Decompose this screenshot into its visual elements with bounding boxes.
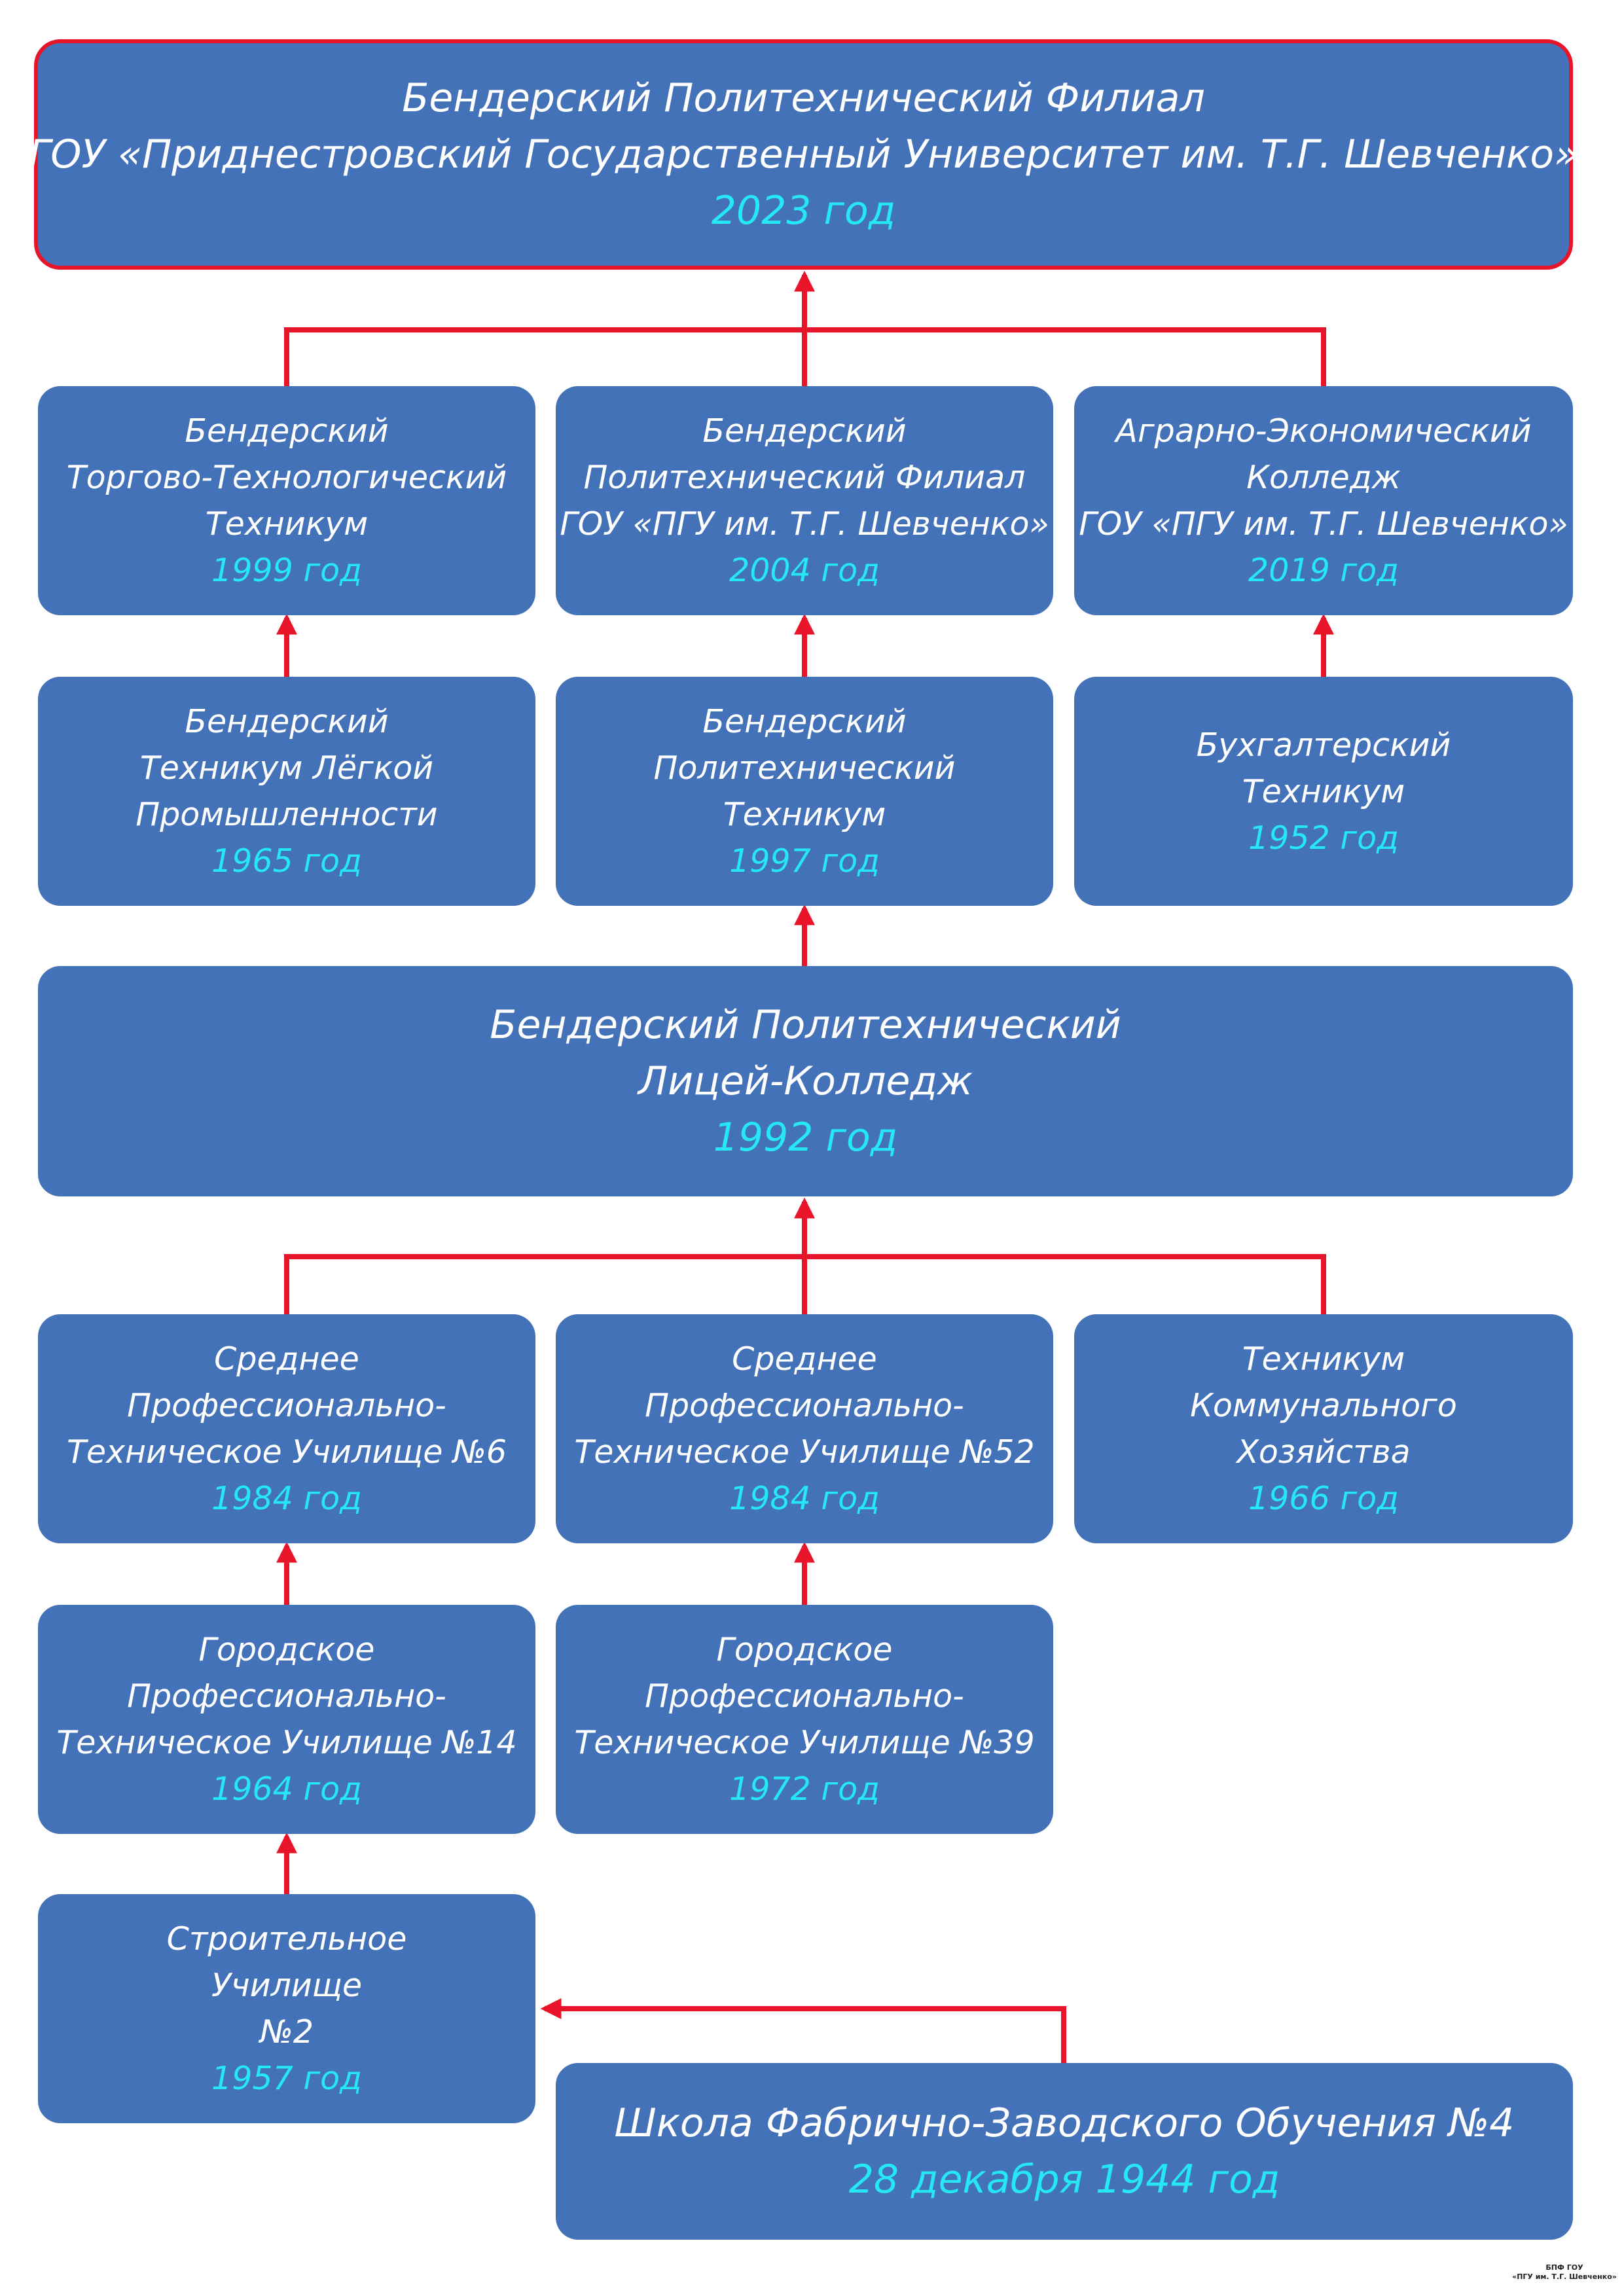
lyceum-line2: Лицей-Колледж <box>638 1058 973 1104</box>
connector-row1-right <box>804 327 1326 386</box>
box-line: Среднее <box>732 1340 877 1378</box>
box-line: Промышленности <box>135 796 438 833</box>
box-year: 1984 год <box>211 1480 362 1517</box>
fzo-year: 28 декабря 1944 год <box>848 2157 1280 2202</box>
box-line: Техническое Училище №14 <box>56 1724 517 1761</box>
box-line: Техникум <box>723 796 886 833</box>
box-line: Колледж <box>1246 459 1401 496</box>
box-line: Политехнический Филиал <box>583 459 1026 496</box>
box-line: Городское <box>198 1631 375 1668</box>
top-box-line1: Бендерский Политехнический Филиал <box>402 75 1205 121</box>
box-year: 1966 год <box>1248 1480 1399 1517</box>
connector-fzo-left <box>540 1998 1066 2063</box>
box-line: Коммунального <box>1190 1387 1457 1424</box>
box-line: Техникум <box>205 505 369 543</box>
connector-row1-left <box>284 327 804 386</box>
box-line: Техническое Училище №39 <box>574 1724 1035 1761</box>
box-agrarian-economic-college: Аграрно-Экономический Колледж ГОУ «ПГУ и… <box>1074 386 1573 615</box>
box-line: Техникум <box>1242 1340 1405 1378</box>
box-line: Училище <box>211 1967 363 2004</box>
box-city-vocational-school-14: Городское Профессионально- Техническое У… <box>38 1605 535 1834</box>
box-line: Бендерский <box>702 412 907 450</box>
box-polytechnic-branch-2004: Бендерский Политехнический Филиал ГОУ «П… <box>556 386 1053 615</box>
box-line: Бендерский <box>185 703 389 740</box>
box-line: Хозяйства <box>1236 1433 1411 1471</box>
box-line: Строительное <box>166 1920 407 1958</box>
box-line: Профессионально- <box>127 1387 446 1424</box>
box-year: 1997 год <box>729 842 880 880</box>
lyceum-line1: Бендерский Политехнический <box>490 1002 1121 1048</box>
box-line: Среднее <box>214 1340 359 1378</box>
box-year: 1984 год <box>729 1480 880 1517</box>
box-line: Техникум <box>1242 772 1405 810</box>
box-year: 1965 год <box>211 842 362 880</box>
box-line: Профессионально- <box>645 1677 964 1715</box>
box-line: Профессионально- <box>645 1387 964 1424</box>
box-city-vocational-school-39: Городское Профессионально- Техническое У… <box>556 1605 1053 1834</box>
stamp-line2: «ПГУ им. Т.Г. Шевченко» <box>1512 2272 1617 2281</box>
box-line: ГОУ «ПГУ им. Т.Г. Шевченко» <box>1079 505 1568 543</box>
box-building-school-2: Строительное Училище №2 1957 год <box>38 1894 535 2123</box>
box-line: Бендерский <box>185 412 389 450</box>
box-line: Городское <box>716 1631 893 1668</box>
box-year: 1972 год <box>729 1770 880 1808</box>
fzo-line1: Школа Фабрично-Заводского Обучения №4 <box>614 2100 1515 2146</box>
box-year: 1957 год <box>211 2060 362 2097</box>
box-year: 1999 год <box>211 552 362 589</box>
box-line: №2 <box>259 2013 314 2051</box>
box-year: 2019 год <box>1248 552 1399 589</box>
box-line: Техническое Училище №6 <box>66 1433 507 1471</box>
top-box-polytechnic-branch-2023: Бендерский Политехнический Филиал ГОУ «П… <box>29 39 1578 270</box>
box-line: Бендерский <box>702 703 907 740</box>
box-trade-technological-technikum: Бендерский Торгово-Технологический Техни… <box>38 386 535 615</box>
box-line: ГОУ «ПГУ им. Т.Г. Шевченко» <box>560 505 1049 543</box>
box-fzo-school-4: Школа Фабрично-Заводского Обучения №4 28… <box>556 2063 1573 2240</box>
stamp-line1: БПФ ГОУ <box>1545 2263 1583 2272</box>
box-line: Политехнический <box>653 749 956 787</box>
box-line: Техническое Училище №52 <box>574 1433 1035 1471</box>
box-line: Аграрно-Экономический <box>1115 412 1532 450</box>
footer-stamp: БПФ ГОУ «ПГУ им. Т.Г. Шевченко» <box>1512 2263 1617 2282</box>
connector-row3-right <box>804 1254 1326 1314</box>
top-box-year: 2023 год <box>711 188 896 234</box>
box-line: Профессионально- <box>127 1677 446 1715</box>
box-line: Бухгалтерский <box>1196 726 1451 764</box>
box-line: Торгово-Технологический <box>66 459 507 496</box>
lyceum-year: 1992 год <box>713 1115 898 1160</box>
box-polytechnic-technikum: Бендерский Политехнический Техникум 1997… <box>556 677 1053 906</box>
top-box-line2: ГОУ «Приднестровский Государственный Уни… <box>28 132 1579 177</box>
connector-row3-left <box>284 1254 804 1314</box>
box-vocational-school-52: Среднее Профессионально- Техническое Учи… <box>556 1314 1053 1543</box>
box-light-industry-technikum: Бендерский Техникум Лёгкой Промышленност… <box>38 677 535 906</box>
box-polytechnic-lyceum-college: Бендерский Политехнический Лицей-Колледж… <box>38 966 1573 1196</box>
box-accounting-technikum: Бухгалтерский Техникум 1952 год <box>1074 677 1573 906</box>
box-vocational-school-6: Среднее Профессионально- Техническое Учи… <box>38 1314 535 1543</box>
box-year: 2004 год <box>729 552 880 589</box>
box-line: Техникум Лёгкой <box>139 749 434 787</box>
box-year: 1952 год <box>1248 819 1399 857</box>
box-communal-economy-technikum: Техникум Коммунального Хозяйства 1966 го… <box>1074 1314 1573 1543</box>
box-year: 1964 год <box>211 1770 362 1808</box>
